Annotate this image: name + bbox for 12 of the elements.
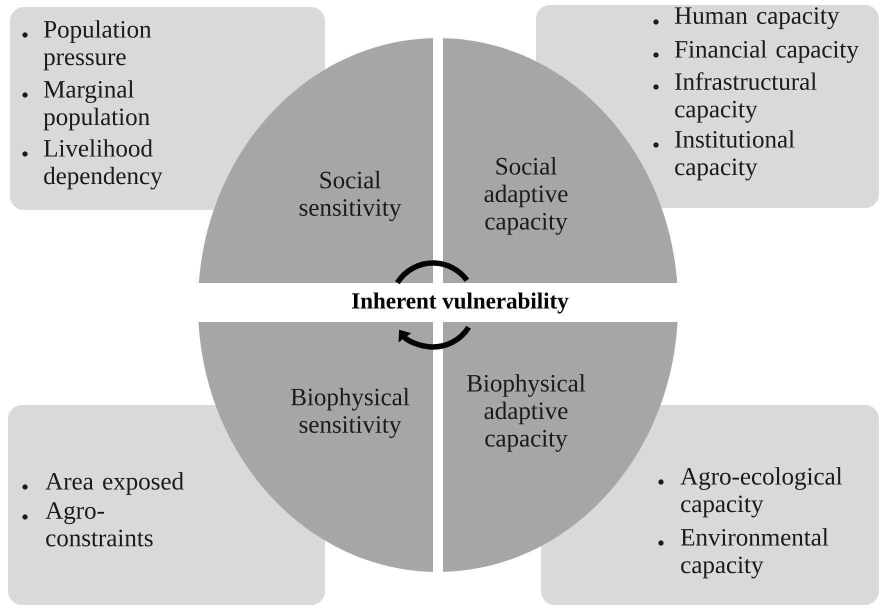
list-item: Human capacity: [674, 7, 840, 30]
list-item: Agro-ecological capacity: [680, 467, 842, 518]
list-item: Environmental capacity: [680, 528, 828, 578]
list-item: Infrastructural capacity: [675, 72, 817, 123]
list-item: Financial capacity: [674, 40, 859, 63]
list-item: Institutional capacity: [675, 130, 795, 180]
list-item: Agro- constraints: [45, 502, 153, 546]
list-item: Area exposed: [45, 472, 184, 495]
list-item: Population pressure: [44, 20, 152, 70]
list-item: Livelihood dependency: [44, 139, 162, 190]
center-label: Inherent vulnerability: [352, 292, 568, 314]
list-item: Marginal population: [44, 80, 150, 130]
